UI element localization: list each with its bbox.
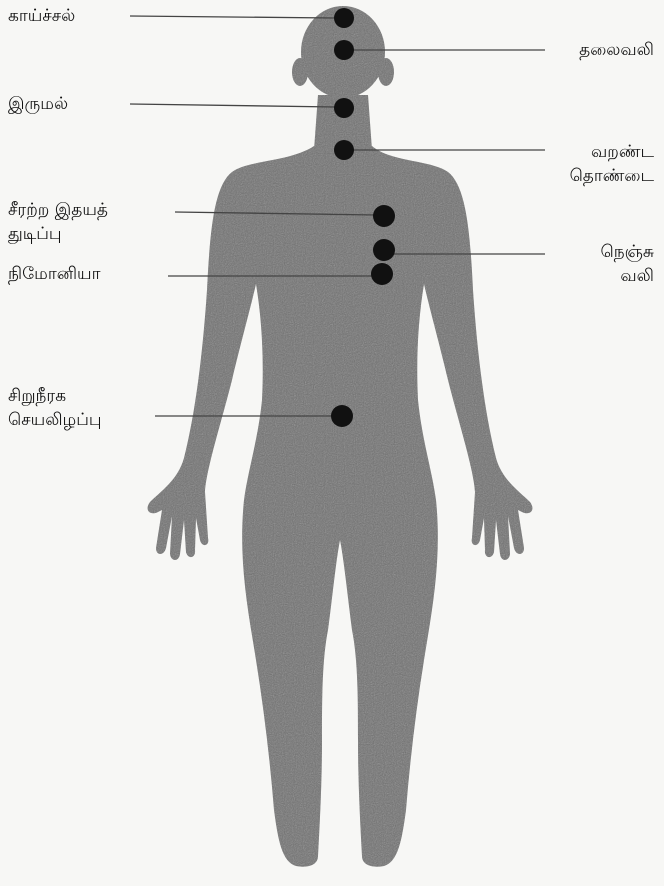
pneumonia-dot	[371, 263, 393, 285]
fever-dot	[334, 8, 354, 28]
chest-pain-dot	[373, 239, 395, 261]
cough-dot	[334, 98, 354, 118]
dry-throat-dot	[334, 140, 354, 160]
fever-line	[130, 16, 335, 18]
headache-dot	[334, 40, 354, 60]
headache-label: தலைவலி	[579, 38, 654, 62]
irregular-heartbeat-dot	[373, 205, 395, 227]
cough-line	[130, 104, 336, 107]
chest-pain-label: நெஞ்சு வலி	[601, 240, 655, 288]
cough-label: இருமல்	[8, 92, 68, 116]
fever-label: காய்ச்சல்	[8, 4, 75, 28]
kidney-failure-label: சிறுநீரக செயலிழப்பு	[8, 384, 102, 432]
human-body-silhouette	[148, 6, 533, 867]
dry-throat-label: வறண்ட தொண்டை	[570, 140, 654, 188]
kidney-failure-dot	[331, 405, 353, 427]
irregular-heartbeat-label: சீரற்ற இதயத் துடிப்பு	[8, 198, 108, 246]
pneumonia-label: நிமோனியா	[8, 262, 101, 286]
